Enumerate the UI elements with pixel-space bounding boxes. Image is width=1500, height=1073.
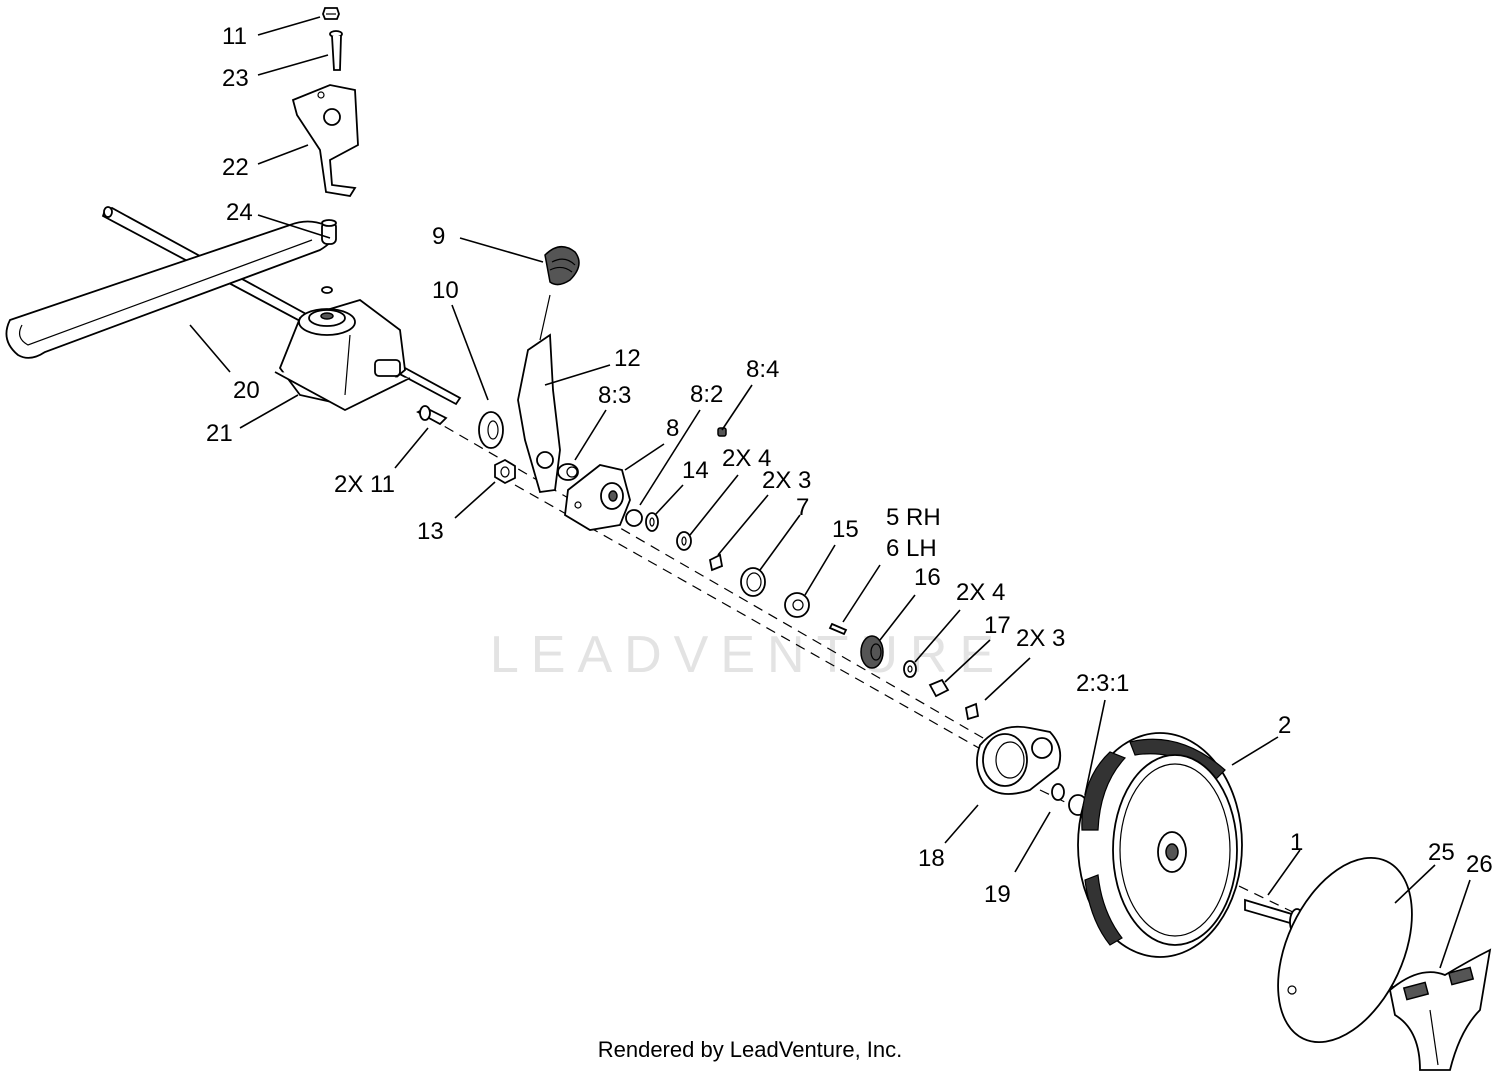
callout-9: 9 [432,223,445,250]
callout-22: 22 [222,154,249,181]
callout-24: 24 [226,199,253,226]
callout-2x11: 2X 11 [334,471,395,498]
part-24-belt [5,219,337,359]
callout-26: 26 [1466,851,1493,878]
part-23-pin [329,30,343,71]
part-26-hub-decal [1389,948,1492,1071]
callout-11: 11 [222,23,247,50]
callout-2: 2 [1278,712,1291,739]
callout-25: 25 [1428,839,1455,866]
part-19-washer [1051,783,1065,801]
part-15-spacer [784,592,810,618]
callout-8-4: 8:4 [746,356,779,383]
callout-15: 15 [832,516,859,543]
part-5-6-key [828,622,848,636]
part-18-wheel-cup [976,725,1062,795]
part-21-gearbox [274,286,411,412]
part-9-height-knob [544,246,580,286]
callout-13: 13 [417,518,444,545]
part-8-pivot-bracket [564,464,631,531]
callout-14: 14 [682,457,709,484]
part-25-hub-cap [1277,856,1413,1044]
callout-20: 20 [233,377,260,404]
part-11-bolt-top [322,7,340,20]
callout-17: 17 [984,612,1011,639]
part-3-clip-b [964,702,980,721]
part-3-clip-a [708,553,724,572]
callout-5-rh: 5 RH [886,504,941,531]
part-13-nut [494,458,516,485]
watermark-text: LEADVENTURE [490,626,1006,684]
part-7-washer [740,567,766,597]
part-11-bolt-pair [416,405,448,426]
callout-1: 1 [1290,829,1303,856]
callout-2x3-b: 2X 3 [1016,625,1065,652]
footer-credit: Rendered by LeadVenture, Inc. [597,1037,903,1062]
part-12-height-lever [517,294,561,493]
callout-21: 21 [206,420,233,447]
callout-8-2: 8:2 [690,381,723,408]
callout-2x4-a: 2X 4 [722,445,771,472]
callout-10: 10 [432,277,459,304]
part-10-washer [478,411,504,449]
callout-18: 18 [918,845,945,872]
part-4-washer-b [903,660,917,678]
part-16-pinion-gear [860,635,884,669]
callout-8: 8 [666,415,679,442]
callout-8-3: 8:3 [598,382,631,409]
callout-labels: 11 23 22 24 9 10 12 20 21 8:3 8:2 8:4 8 … [206,23,1493,908]
callout-2x4-b: 2X 4 [956,579,1005,606]
callout-6-lh: 6 LH [886,535,937,562]
part-4-washer-a [676,531,692,551]
callout-19: 19 [984,881,1011,908]
callout-2-3-1: 2:3:1 [1076,670,1129,697]
part-17-bushing [928,678,950,698]
part-22-bracket [291,84,359,197]
part-8-4-grease-fitting [717,427,727,437]
callout-2x3-a: 2X 3 [762,467,811,494]
leader-lines [189,16,1471,969]
callout-7: 7 [796,494,809,521]
callout-16: 16 [914,564,941,591]
part-8-2-bushing [625,509,643,527]
callout-23: 23 [222,65,249,92]
part-8-3-bushing [557,463,579,481]
callout-12: 12 [614,345,641,372]
part-14-washer [645,512,659,532]
part-2-wheel [1077,732,1243,958]
